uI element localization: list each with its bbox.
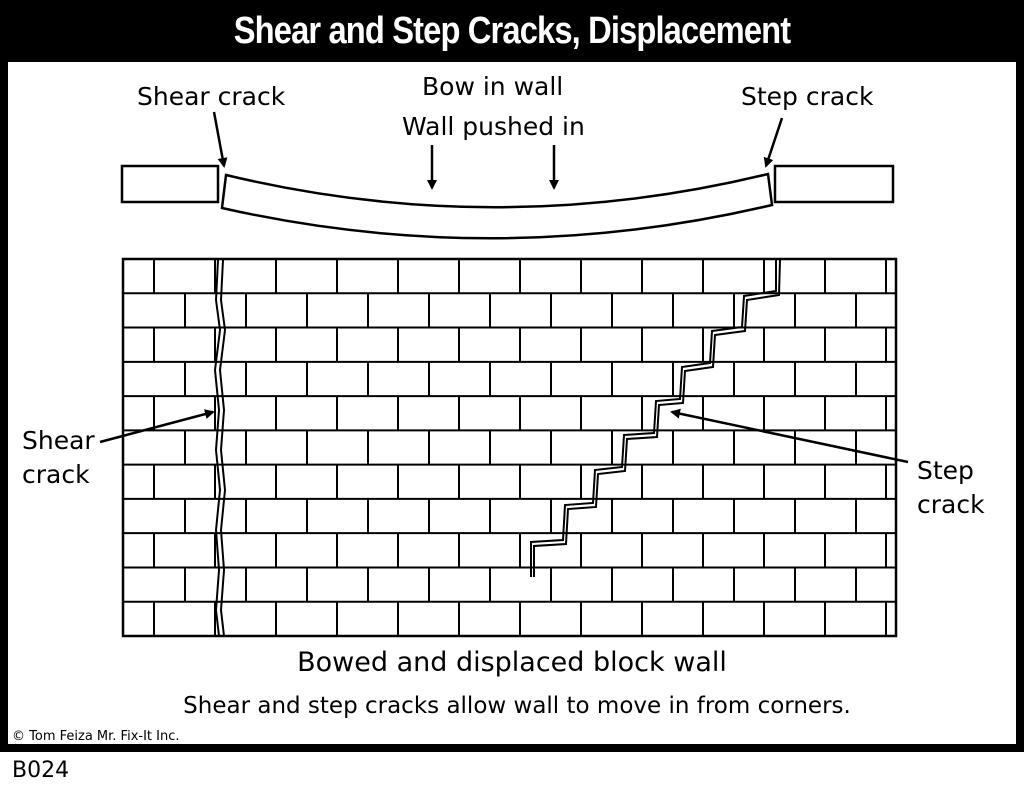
shear-crack xyxy=(213,259,222,637)
step-crack-arrow-wall xyxy=(670,408,909,464)
shear-crack-arrow-top xyxy=(212,111,228,168)
plan-view xyxy=(120,111,895,240)
shear-crack-label-wall: Shear crack xyxy=(22,426,95,489)
figure-code: B024 xyxy=(12,758,70,783)
step-crack xyxy=(530,260,777,577)
shear-crack-label-top: Shear crack xyxy=(137,82,286,111)
wall-outline xyxy=(121,257,898,638)
step-crack-label-top: Step crack xyxy=(741,82,874,111)
step-crack-edge xyxy=(533,259,781,577)
bowed-wall-segment xyxy=(220,172,774,240)
shear-crack-edge xyxy=(218,259,227,637)
right-wall-segment xyxy=(773,164,895,204)
caption-main: Bowed and displaced block wall xyxy=(297,647,727,678)
caption-sub: Shear and step cracks allow wall to move… xyxy=(183,693,851,719)
step-crack-label-wall: Step crack xyxy=(917,456,985,519)
wall-pushed-in-label: Wall pushed in xyxy=(402,112,585,141)
block-wall xyxy=(121,257,898,638)
shear-crack-arrow-wall xyxy=(99,409,215,444)
copyright-notice: © Tom Feiza Mr. Fix-It Inc. xyxy=(12,729,180,744)
step-crack-arrow-top xyxy=(763,117,784,168)
bow-in-wall-label: Bow in wall xyxy=(422,72,564,101)
figure-title: Shear and Step Cracks, Displacement xyxy=(233,9,791,52)
left-wall-segment xyxy=(120,164,220,204)
